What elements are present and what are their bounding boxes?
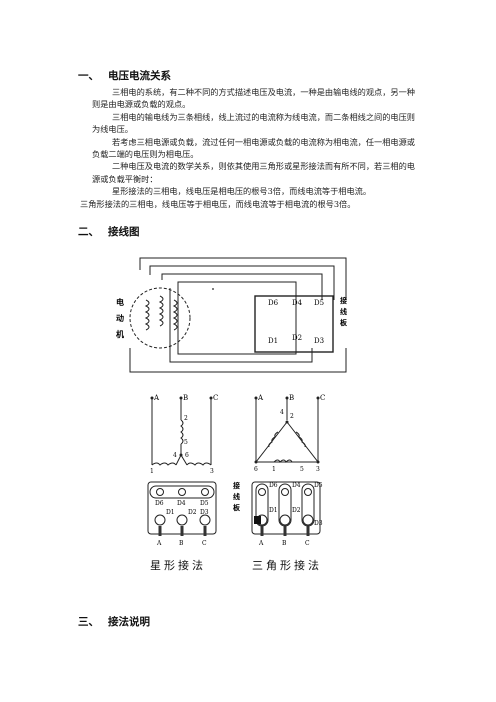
delta-supply-b: B: [282, 540, 287, 547]
section1-number: 一、: [78, 70, 99, 82]
board-label-3: 板: [340, 318, 348, 327]
terminal-top-2: D4: [292, 299, 303, 307]
motor-label-3: 机: [116, 329, 124, 339]
motor-label-2: 动: [116, 313, 124, 323]
delta-term-top-2: D4: [292, 482, 301, 489]
delta-term-top-1: D6: [269, 482, 278, 489]
section1-heading: 一、电压电流关系: [78, 68, 171, 83]
star-node-4: 4: [173, 452, 177, 459]
star-term-bottom-2: D2: [188, 509, 197, 516]
star-term-top-1: D6: [155, 500, 164, 507]
section3-number: 三、: [78, 616, 99, 628]
delta-phase-c: C: [320, 394, 325, 402]
paragraph-6: 三角形接法的三相电，线电压等于相电压，而线电流等于相电流的根号3倍。: [80, 198, 356, 209]
bottom-board-label-2: 线: [233, 492, 240, 501]
star-supply-b: B: [179, 540, 184, 547]
delta-node-5: 5: [300, 466, 304, 473]
delta-term-bottom-2: D2: [292, 507, 301, 514]
board-label-1: 接: [340, 296, 347, 305]
section3-title: 接法说明: [108, 616, 150, 628]
star-term-bottom-3: D3: [200, 509, 209, 516]
delta-supply-a: A: [258, 540, 264, 547]
star-node-1: 1: [150, 468, 154, 475]
star-term-top-3: D5: [200, 500, 209, 507]
star-supply-a: A: [156, 540, 162, 547]
terminal-bottom-2: D2: [292, 334, 302, 342]
paragraph-3: 若考虑三相电源或负载，流过任何一相电源或负载的电流称为相电流，任一相电源或负载二…: [92, 136, 415, 160]
section2-title: 接线图: [108, 226, 140, 238]
section1-title: 电压电流关系: [108, 70, 171, 82]
delta-supply-c: C: [305, 540, 310, 547]
section2-number: 二、: [78, 226, 99, 238]
bottom-board-label-3: 板: [233, 503, 241, 512]
bottom-board-label-1: 接: [233, 481, 240, 490]
delta-node-3: 3: [316, 466, 320, 473]
delta-term-bottom-1: D1: [269, 507, 278, 514]
star-node-5: 5: [184, 439, 188, 446]
terminal-bottom-3: D3: [314, 337, 324, 345]
delta-node-1: 1: [272, 466, 276, 473]
terminal-top-1: D6: [268, 299, 279, 307]
section3-heading: 三、接法说明: [78, 614, 150, 629]
star-node-6: 6: [185, 452, 189, 459]
star-node-3: 3: [210, 468, 214, 475]
star-term-top-2: D4: [177, 500, 186, 507]
delta-node-2: 2: [290, 413, 294, 420]
delta-node-6: 6: [254, 466, 258, 473]
paragraph-4: 二种电压及电流的数学关系，则依其使用三角形或星形接法而有所不同，若三相的电源或负…: [92, 161, 415, 184]
star-supply-c: C: [202, 540, 207, 547]
star-term-bottom-1: D1: [166, 509, 175, 516]
delta-term-top-3: D5: [314, 482, 323, 489]
star-phase-a: A: [153, 394, 160, 402]
star-phase-b: B: [183, 394, 188, 402]
section2-heading: 二、接线图: [78, 224, 140, 239]
delta-phase-a: A: [257, 394, 264, 402]
paragraph-1: 三相电的系统，有二种不同的方式描述电压及电流，一种是由输电线的观点，另一种则是由…: [92, 87, 415, 110]
delta-caption: 三角形接法: [252, 559, 322, 572]
delta-phase-b: B: [289, 394, 294, 402]
delta-node-4: 4: [280, 409, 284, 416]
paragraph-5: 星形接法的三相电，线电压是相电压的根号3倍，而线电流等于相电流。: [112, 186, 372, 197]
star-caption: 星形接法: [150, 559, 206, 572]
motor-label-1: 电: [116, 297, 124, 307]
paragraph-2: 三相电的输电线为三条相线，线上流过的电流称为线电流，而二条相线之间的电压则为线电…: [92, 111, 415, 135]
terminal-top-3: D5: [314, 299, 324, 307]
section1-body: 三相电的系统，有二种不同的方式描述电压及电流，一种是由输电线的观点，另一种则是由…: [80, 86, 422, 210]
star-phase-c: C: [213, 394, 218, 402]
terminal-bottom-1: D1: [268, 337, 278, 345]
star-node-2: 2: [184, 415, 188, 422]
delta-term-bottom-3: D3: [314, 520, 323, 527]
board-label-2: 线: [340, 307, 347, 316]
